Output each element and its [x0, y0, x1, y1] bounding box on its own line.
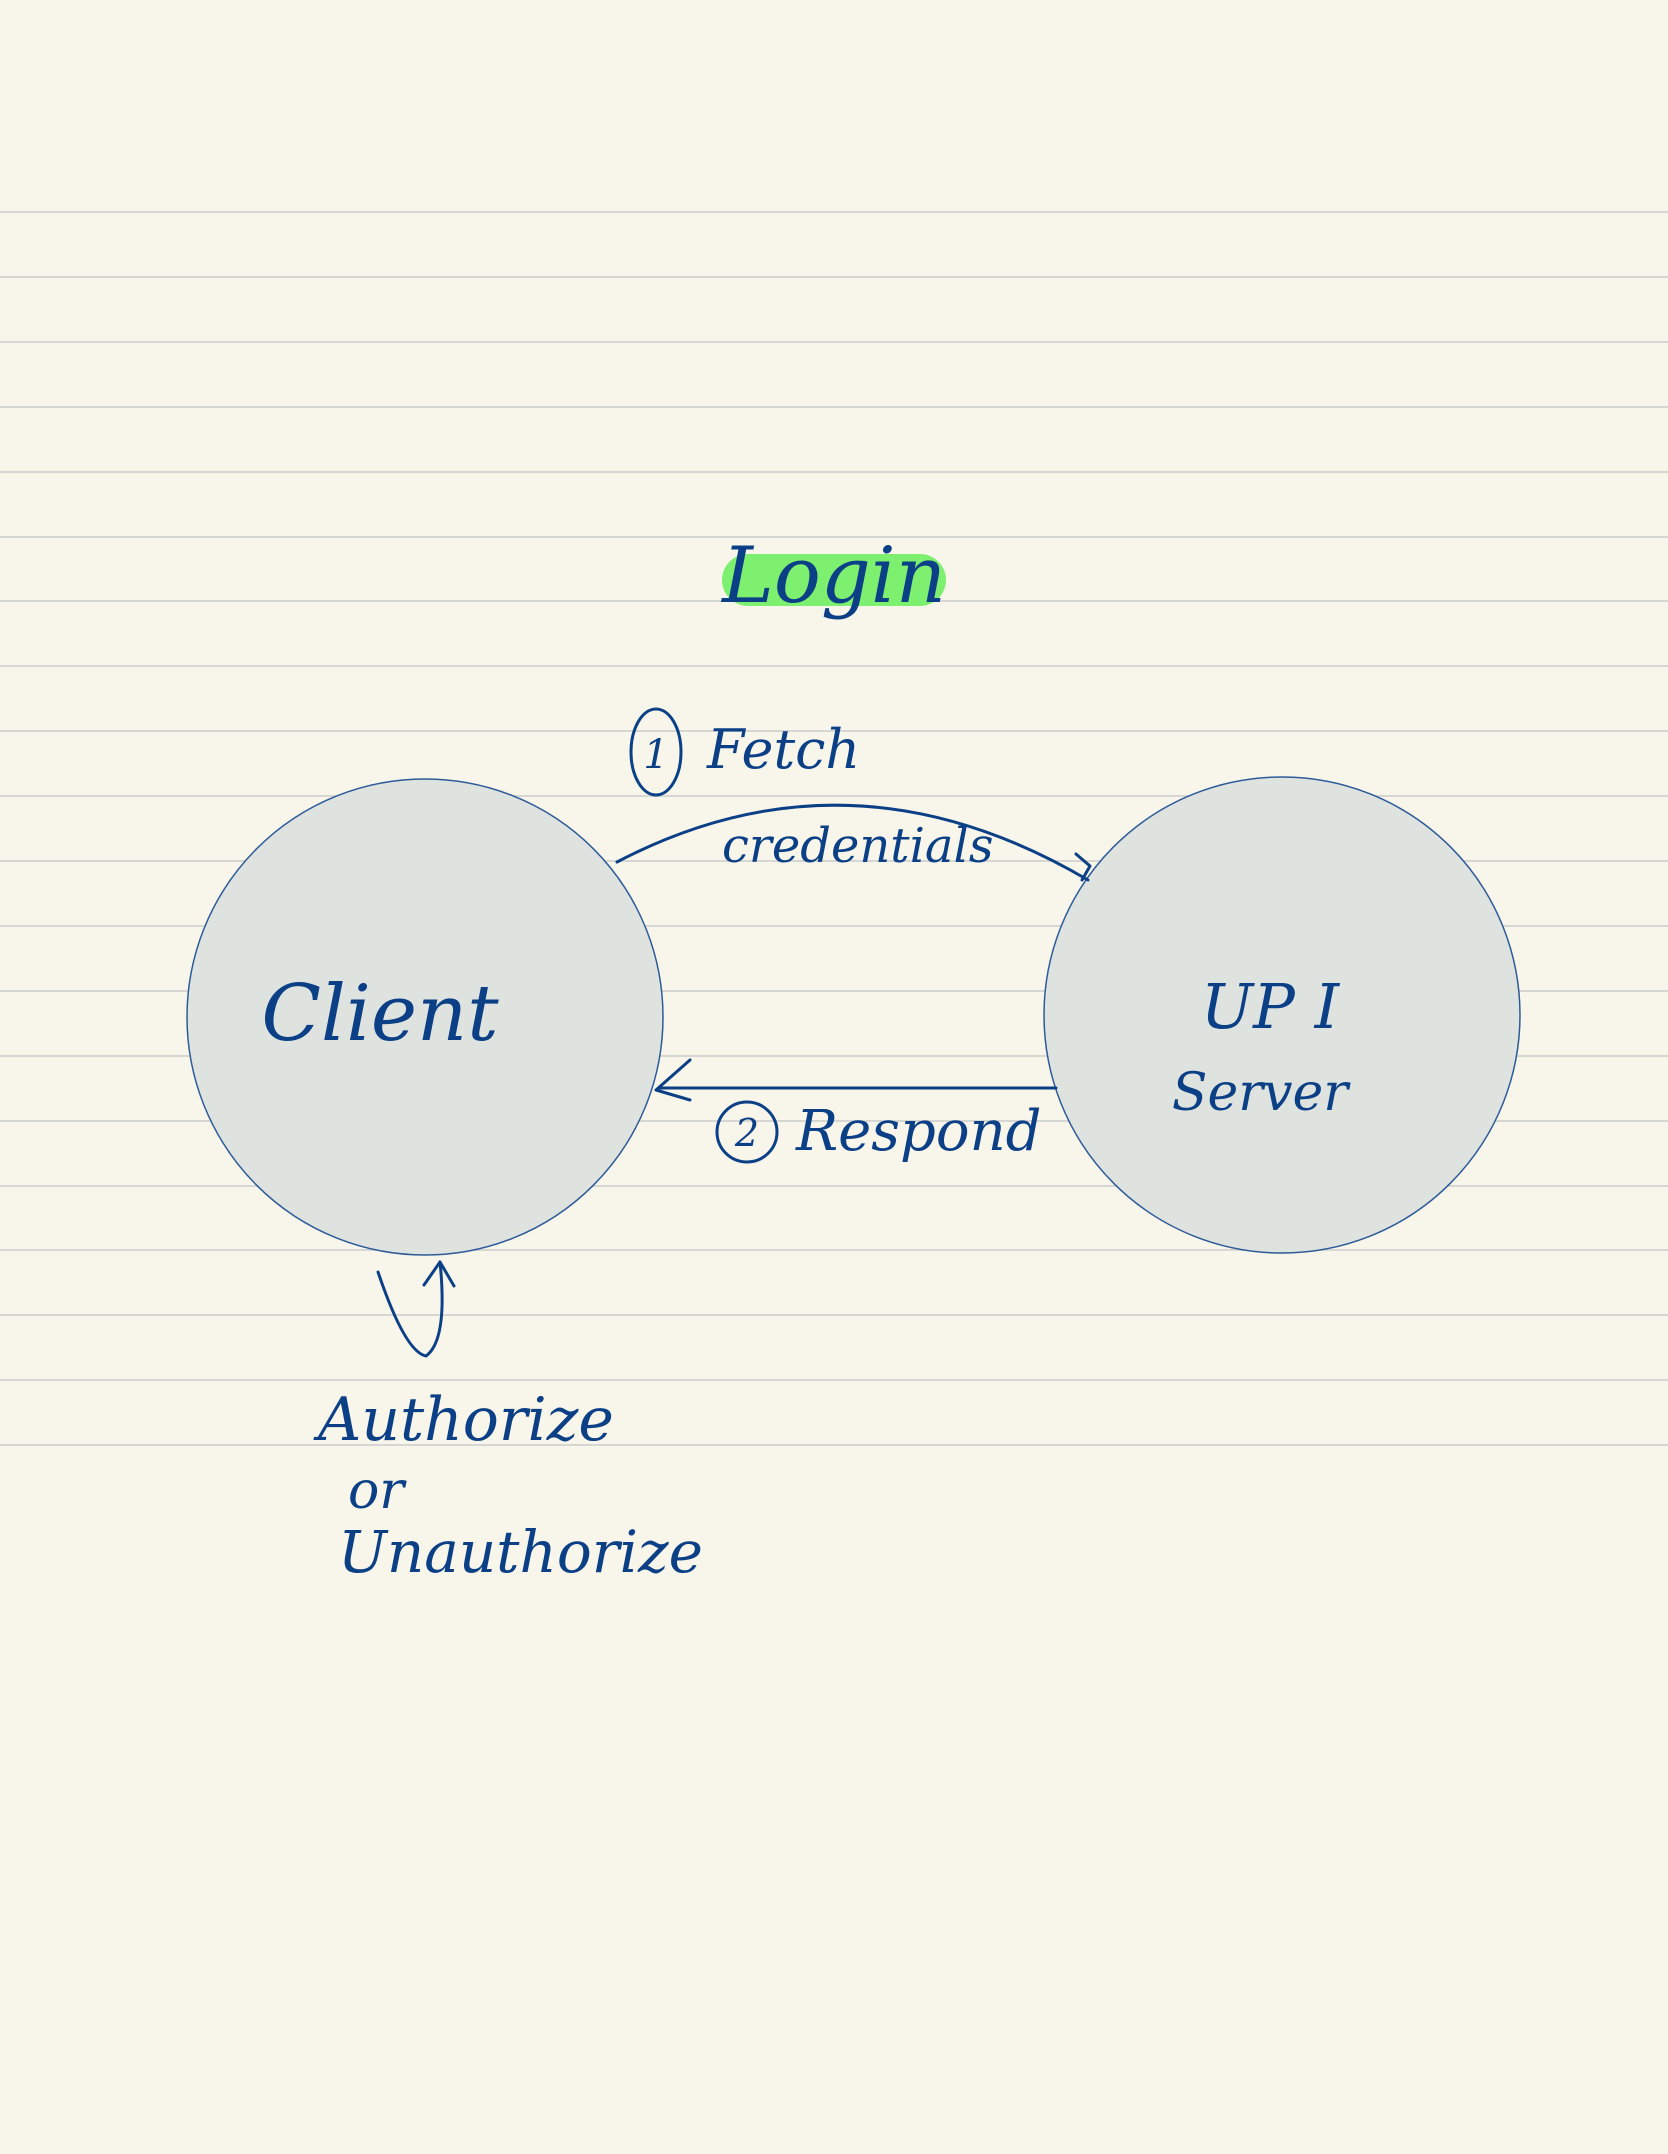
server-circle	[1043, 776, 1521, 1254]
authorize-note: Authorize or Unauthorize	[313, 1385, 703, 1586]
fetch-step-number-circle	[629, 707, 683, 797]
title-highlight	[722, 554, 946, 606]
fetch-edge: 1 Fetch credentials	[615, 707, 1092, 882]
fetch-arrowhead	[1074, 852, 1092, 882]
page-title: Login	[720, 531, 946, 621]
self-loop-arrowhead	[422, 1260, 456, 1288]
fetch-label-line1: Fetch	[706, 718, 860, 781]
client-self-loop	[376, 1260, 456, 1358]
fetch-arrow-line	[615, 803, 1090, 882]
respond-step-number-circle	[715, 1100, 779, 1164]
fetch-label-line2: credentials	[722, 818, 994, 874]
respond-step-number: 2	[734, 1111, 759, 1155]
client-circle	[186, 778, 664, 1256]
respond-arrowhead	[654, 1058, 692, 1102]
authorize-line2: or	[348, 1461, 407, 1521]
fetch-step-number: 1	[643, 732, 668, 778]
authorize-line3: Unauthorize	[338, 1518, 703, 1586]
authorize-line1: Authorize	[313, 1385, 614, 1455]
client-label: Client	[261, 969, 499, 1059]
respond-label: Respond	[795, 1099, 1042, 1164]
self-loop-line	[376, 1260, 444, 1358]
client-node: Client	[186, 778, 664, 1256]
server-label-line1: UP I	[1201, 970, 1341, 1043]
server-node: UP I Server	[1043, 776, 1521, 1254]
server-label-line2: Server	[1172, 1063, 1351, 1123]
title-group: Login	[720, 531, 946, 621]
respond-edge: 2 Respond	[654, 1058, 1058, 1164]
